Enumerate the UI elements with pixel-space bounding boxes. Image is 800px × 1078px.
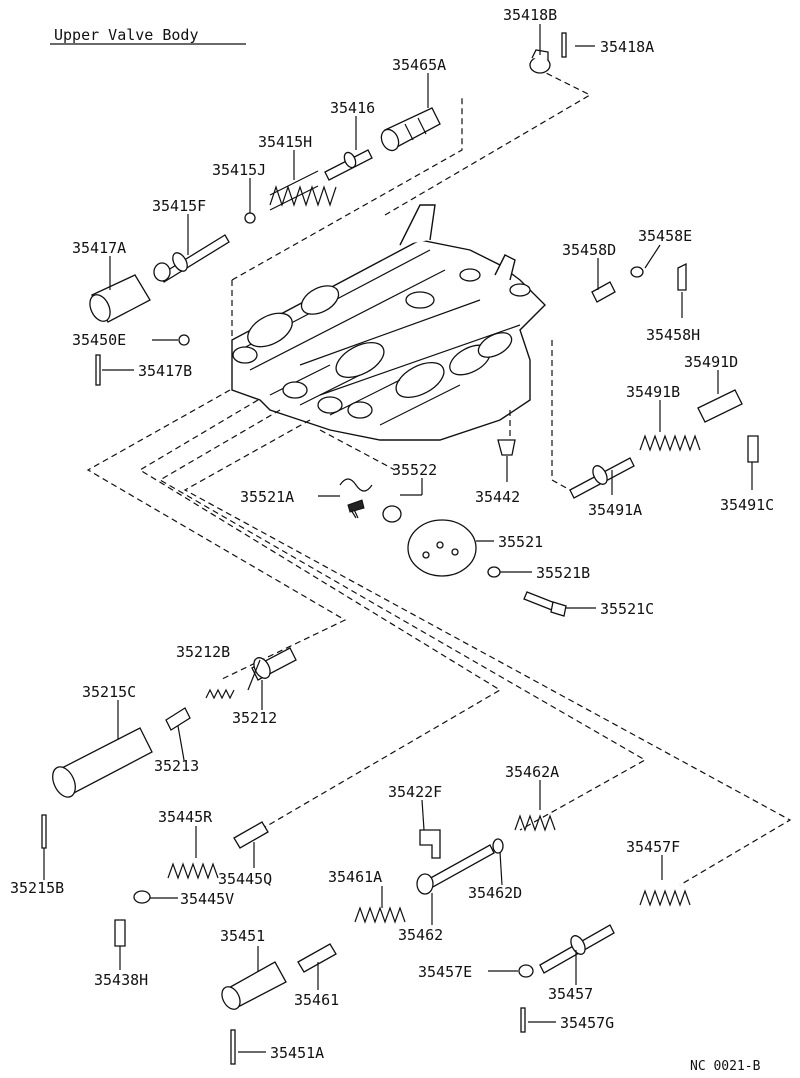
- part-35215C-sleeve: [52, 727, 153, 798]
- label-35212: 35212: [232, 709, 277, 727]
- part-35451A-pin: [230, 1029, 236, 1065]
- part-35461A-spring: [354, 906, 406, 924]
- part-35212-valve: [251, 647, 297, 681]
- part-35462A-spring: [514, 814, 556, 832]
- part-35445V-plug: [133, 890, 151, 904]
- part-35417A-sleeve: [89, 274, 151, 323]
- part-35457F-spring: [639, 889, 691, 907]
- part-labels: 35418B 35418A 35465A 35416 35415H 35415J…: [10, 6, 774, 1062]
- label-35522: 35522: [392, 461, 437, 479]
- label-35415H: 35415H: [258, 133, 312, 151]
- label-35422F: 35422F: [388, 783, 442, 801]
- part-35422F-retainer: [419, 829, 441, 859]
- label-35521B: 35521B: [536, 564, 590, 582]
- label-35457: 35457: [548, 985, 593, 1003]
- label-35445V: 35445V: [180, 890, 234, 908]
- leader-lines: [43, 24, 753, 1053]
- diagram-title: Upper Valve Body: [54, 26, 199, 44]
- part-35442-check: [497, 439, 516, 456]
- label-35491D: 35491D: [684, 353, 738, 371]
- diagram-code: NC 0021-B: [690, 1059, 761, 1074]
- part-35521C-bolt: [523, 591, 567, 617]
- label-35213: 35213: [154, 757, 199, 775]
- label-35521A: 35521A: [240, 488, 294, 506]
- label-35462D: 35462D: [468, 884, 522, 902]
- part-35522-plug: [382, 505, 402, 523]
- label-35457E: 35457E: [418, 963, 472, 981]
- part-35212B-spring: [205, 688, 235, 700]
- part-35450E-ball: [178, 334, 190, 346]
- part-35445Q-valve: [233, 821, 269, 849]
- label-35462: 35462: [398, 926, 443, 944]
- part-35451-sleeve: [221, 961, 287, 1010]
- part-35416-valve: [324, 149, 373, 181]
- label-35451: 35451: [220, 927, 265, 945]
- label-35458H: 35458H: [646, 326, 700, 344]
- label-35450E: 35450E: [72, 331, 126, 349]
- label-35445Q: 35445Q: [218, 870, 272, 888]
- label-35462A: 35462A: [505, 763, 559, 781]
- label-35212B: 35212B: [176, 643, 230, 661]
- label-35417A: 35417A: [72, 239, 126, 257]
- label-35415F: 35415F: [152, 197, 206, 215]
- label-35465A: 35465A: [392, 56, 446, 74]
- part-35418B-plug: [529, 49, 551, 74]
- label-35451A: 35451A: [270, 1044, 324, 1062]
- label-35521: 35521: [498, 533, 543, 551]
- assembly-guide-lines: [86, 69, 792, 886]
- part-35457E-plug: [518, 964, 534, 978]
- label-35445R: 35445R: [158, 808, 213, 826]
- part-35458E-plug: [630, 266, 644, 278]
- label-35215B: 35215B: [10, 879, 64, 897]
- label-35415J: 35415J: [212, 161, 266, 179]
- part-35521-accumulator: [407, 519, 477, 577]
- label-35416: 35416: [330, 99, 375, 117]
- part-35415H-spring: [269, 170, 337, 211]
- label-35417B: 35417B: [138, 362, 192, 380]
- part-35418A-pin: [561, 32, 567, 58]
- part-35417B-pin: [95, 354, 101, 386]
- part-35521A-spring: [339, 478, 373, 519]
- part-35213-plug: [165, 707, 191, 731]
- label-35418B: 35418B: [503, 6, 557, 24]
- part-35445R-spring: [167, 862, 219, 880]
- part-35491D-plug: [697, 389, 743, 423]
- part-35461-valve: [297, 943, 337, 973]
- part-35462D-clip: [492, 838, 504, 854]
- label-35491C: 35491C: [720, 496, 774, 514]
- label-35491B: 35491B: [626, 383, 680, 401]
- part-35457G-pin: [520, 1007, 526, 1033]
- part-35458D-plug: [591, 281, 616, 303]
- part-35415J-ring: [244, 212, 256, 224]
- label-35461A: 35461A: [328, 868, 382, 886]
- part-35491A-valve: [569, 457, 635, 499]
- part-35415F-valve: [153, 234, 230, 283]
- part-35438H-key: [114, 919, 126, 947]
- part-35458H-key: [677, 262, 687, 291]
- label-35491A: 35491A: [588, 501, 642, 519]
- part-35491C-key: [747, 435, 759, 463]
- part-35521B-washer: [487, 566, 501, 578]
- part-35465A-valve: [380, 107, 441, 152]
- label-35215C: 35215C: [82, 683, 136, 701]
- part-35491B-spring: [639, 434, 701, 452]
- label-35418A: 35418A: [600, 38, 654, 56]
- part-35462-valve: [416, 844, 495, 895]
- part-35457-valve: [539, 924, 615, 974]
- label-35461: 35461: [294, 991, 339, 1009]
- label-35521C: 35521C: [600, 600, 654, 618]
- label-35442: 35442: [475, 488, 520, 506]
- label-35457G: 35457G: [560, 1014, 614, 1032]
- label-35458E: 35458E: [638, 227, 692, 245]
- label-35438H: 35438H: [94, 971, 148, 989]
- label-35457F: 35457F: [626, 838, 680, 856]
- part-35215B-pin: [41, 814, 47, 849]
- upper-valve-body-casting: [231, 204, 546, 441]
- label-35458D: 35458D: [562, 241, 616, 259]
